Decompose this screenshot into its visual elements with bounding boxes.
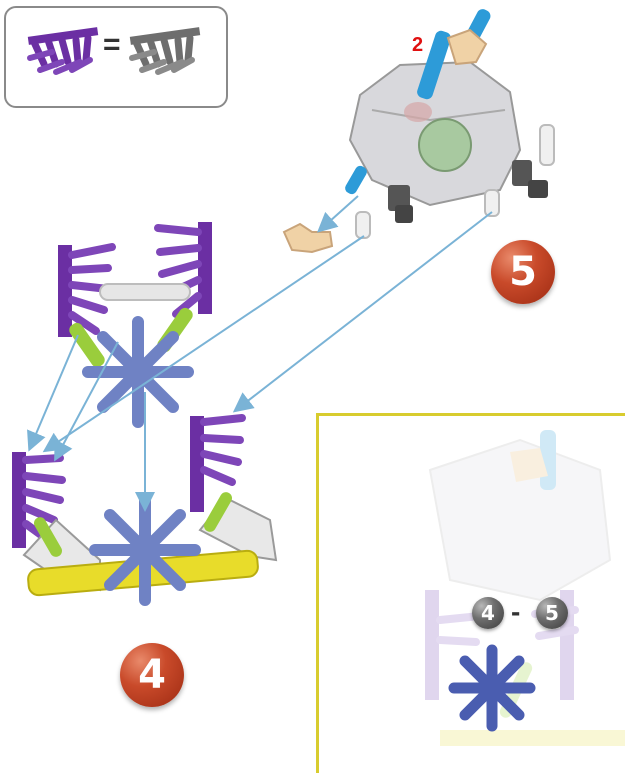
purple-connector-lower-right — [190, 416, 242, 512]
previous-step-badge: 4 — [120, 643, 184, 707]
preview-range-start-badge: 4 — [472, 597, 504, 629]
purple-connector-icon — [28, 27, 98, 72]
preview-range-end-badge: 5 — [536, 597, 568, 629]
preview-frame — [316, 413, 625, 773]
gray-connector-icon — [130, 27, 200, 72]
part-quantity-label: 2 — [412, 34, 423, 57]
tan-clip-part — [284, 224, 332, 252]
step-number-badge: 5 — [491, 240, 555, 304]
motor-housing-assembly — [343, 7, 554, 238]
arrow-to-clip — [320, 196, 358, 230]
arrow-to-right-connector — [236, 212, 492, 410]
legend-equals-sign: = — [103, 28, 121, 62]
preview-range-separator: - — [511, 596, 520, 628]
blue-connector-lower — [95, 500, 195, 600]
